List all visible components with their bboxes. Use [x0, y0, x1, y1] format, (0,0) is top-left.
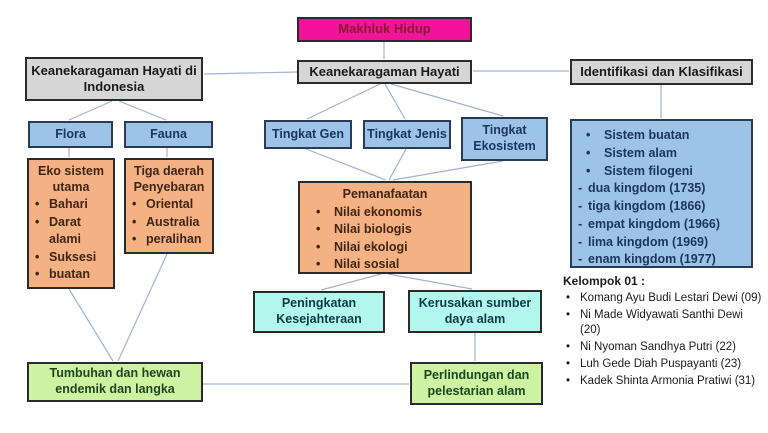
node-flora: Flora	[28, 121, 113, 148]
list-item: Nilai ekonomis	[302, 204, 468, 222]
edge-pemanafaatan-to-kerusakan	[387, 273, 473, 290]
bullet-list: Nilai ekonomisNilai biologisNilai ekolog…	[302, 204, 468, 274]
member-item: Komang Ayu Budi Lestari Dewi (09)	[563, 291, 765, 306]
node-fauna: Fauna	[124, 121, 213, 148]
node-title: Pemanafaatan	[342, 187, 428, 201]
list-item: Nilai ekologi	[302, 239, 468, 257]
edge-to-tingkat-jenis	[384, 83, 406, 120]
edge-pemanafaatan-to-peningkatan	[320, 273, 382, 291]
node-title: Tiga daerah Penyebaran	[133, 164, 205, 194]
list-item: Nilai sosial	[302, 256, 468, 274]
dash-list: dua kingdom (1735)tiga kingdom (1866)emp…	[578, 180, 745, 269]
list-item: Darat alami	[31, 214, 111, 249]
list-item: Sistem buatan	[578, 127, 745, 145]
list-item: tiga kingdom (1866)	[578, 198, 745, 216]
node-kerusakan-sumber-daya-alam: Kerusakan sumber daya alam	[408, 290, 542, 333]
node-identifikasi-klasifikasi: Identifikasi dan Klasifikasi	[570, 59, 753, 85]
list-item: Nilai biologis	[302, 221, 468, 239]
list-item: dua kingdom (1735)	[578, 180, 745, 198]
edge-to-tingkat-gen	[306, 83, 381, 120]
list-item: lima kingdom (1969)	[578, 234, 745, 252]
node-peningkatan-kesejahteraan: Peningkatan Kesejahteraan	[253, 291, 385, 333]
node-tingkat-ekosistem: Tingkat Ekosistem	[461, 117, 548, 161]
kelompok-credits: Kelompok 01 : Komang Ayu Budi Lestari De…	[563, 274, 765, 391]
node-sistem-klasifikasi-list: Sistem buatanSistem alamSistem filogeni …	[570, 119, 753, 269]
bullet-list: OrientalAustraliaperalihan	[128, 196, 210, 249]
node-tiga-daerah-penyebaran: Tiga daerah Penyebaran OrientalAustralia…	[124, 158, 214, 254]
list-item: buatan	[31, 266, 111, 284]
node-perlindungan-pelestarian: Perlindungan dan pelestarian alam	[410, 362, 543, 405]
node-makhluk-hidup: Makhluk Hidup	[297, 17, 472, 42]
edge-to-tingkat-ekosistem	[390, 83, 504, 117]
edge-tiga-daerah-to-tumbuhan	[117, 253, 168, 362]
member-item: Ni Made Widyawati Santhi Dewi (20)	[563, 308, 765, 338]
member-item: Ni Nyoman Sandhya Putri (22)	[563, 340, 765, 355]
list-item: Sistem filogeni	[578, 163, 745, 181]
node-keanekaragaman-hayati: Keanekaragaman Hayati	[297, 60, 472, 84]
member-item: Luh Gede Diah Puspayanti (23)	[563, 357, 765, 372]
edge-eko-sistem-to-tumbuhan	[68, 288, 114, 362]
member-item: Kadek Shinta Armonia Pratiwi (31)	[563, 374, 765, 389]
kelompok-title: Kelompok 01 :	[563, 274, 646, 288]
list-item: Suksesi	[31, 249, 111, 267]
list-item: Australia	[128, 214, 210, 232]
list-item: Bahari	[31, 196, 111, 214]
edge-gen-to-pemanafaatan	[305, 148, 387, 181]
bullet-list: Sistem buatanSistem alamSistem filogeni	[578, 127, 745, 180]
list-item: enam kingdom (1977)	[578, 251, 745, 269]
member-list: Komang Ayu Budi Lestari Dewi (09) Ni Made…	[563, 291, 765, 389]
node-tingkat-gen: Tingkat Gen	[264, 120, 352, 149]
edge-indonesia-to-fauna	[118, 100, 167, 121]
bullet-list: BahariDarat alamiSuksesibuatan	[31, 196, 111, 284]
edge-jenis-to-pemanafaatan	[388, 148, 407, 181]
list-item: empat kingdom (1966)	[578, 216, 745, 234]
node-title: Eko sistem utama	[37, 164, 104, 194]
node-keanekaragaman-indonesia: Keanekaragaman Hayati di Indonesia	[25, 57, 203, 101]
node-tumbuhan-hewan-endemik: Tumbuhan dan hewan endemik dan langka	[27, 362, 203, 402]
list-item: Oriental	[128, 196, 210, 214]
edge-keanekaragaman-to-indonesia	[203, 71, 298, 75]
node-tingkat-jenis: Tingkat Jenis	[363, 120, 451, 149]
edge-ekosistem-to-pemanafaatan	[392, 160, 504, 181]
edge-indonesia-to-flora	[68, 100, 113, 121]
node-pemanafaatan: Pemanafaatan Nilai ekonomisNilai biologi…	[298, 181, 472, 274]
list-item: Sistem alam	[578, 145, 745, 163]
list-item: peralihan	[128, 231, 210, 249]
node-eko-sistem-utama: Eko sistem utama BahariDarat alamiSukses…	[27, 158, 115, 289]
